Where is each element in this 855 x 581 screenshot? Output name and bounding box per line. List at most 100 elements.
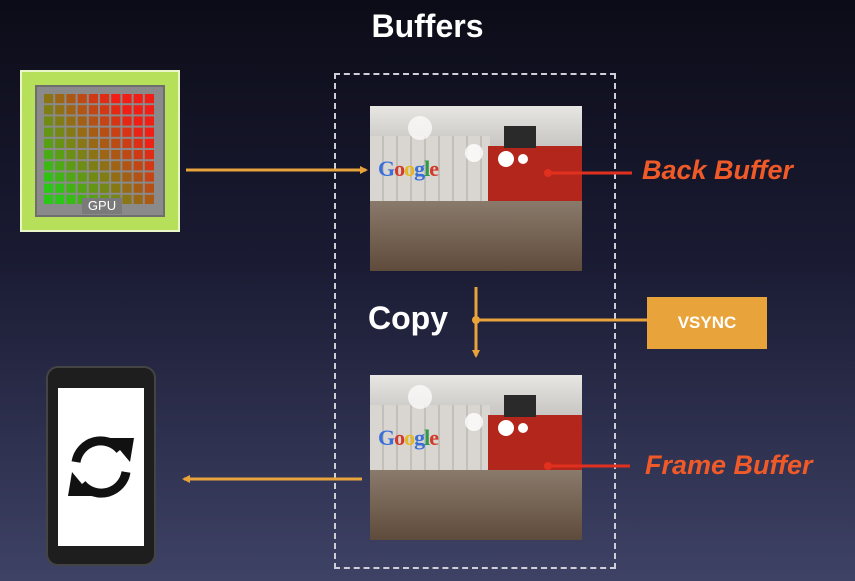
gpu-core-cell	[122, 127, 132, 137]
gpu-core-cell	[44, 183, 54, 193]
gpu-core-cell	[88, 138, 98, 148]
gpu-core-cell	[88, 116, 98, 126]
gpu-label: GPU	[82, 198, 122, 214]
gpu-core-cell	[144, 172, 154, 182]
gpu-core-cell	[66, 127, 76, 137]
gpu-core-cell	[144, 138, 154, 148]
gpu-core-cell	[55, 161, 65, 171]
gpu-core-cell	[111, 94, 121, 104]
back-buffer-pointer-dot	[544, 169, 552, 177]
gpu-core-cell	[133, 161, 143, 171]
gpu-core-cell	[55, 116, 65, 126]
gpu-core-cell	[144, 183, 154, 193]
gpu-core-cell	[111, 161, 121, 171]
copy-label: Copy	[368, 300, 448, 336]
gpu-core-cell	[122, 150, 132, 160]
gpu-core-cell	[122, 194, 132, 204]
gpu-core-cell	[100, 172, 110, 182]
gpu-core-cell	[100, 138, 110, 148]
gpu-core-cell	[133, 172, 143, 182]
gpu-core-cell	[144, 194, 154, 204]
gpu-core-cell	[66, 138, 76, 148]
gpu-core-cell	[77, 172, 87, 182]
gpu-core-cell	[111, 150, 121, 160]
vsync-junction-dot	[472, 316, 480, 324]
gpu-core-cell	[122, 94, 132, 104]
gpu-core-cell	[66, 183, 76, 193]
frame-buffer-pointer-dot	[544, 462, 552, 470]
gpu-core-cell	[66, 194, 76, 204]
gpu-core-cell	[88, 94, 98, 104]
gpu-core-cell	[44, 127, 54, 137]
gpu-core-cell	[122, 138, 132, 148]
gpu-core-cell	[122, 105, 132, 115]
phone-icon	[46, 366, 156, 566]
gpu-core-cell	[111, 183, 121, 193]
gpu-core-cell	[66, 105, 76, 115]
gpu-core-cell	[133, 105, 143, 115]
gpu-core-cell	[55, 138, 65, 148]
gpu-core-cell	[88, 127, 98, 137]
gpu-core-cell	[55, 183, 65, 193]
gpu-core-cell	[100, 183, 110, 193]
back-buffer-label: Back Buffer	[642, 155, 794, 185]
gpu-core-cell	[111, 105, 121, 115]
gpu-core-cell	[55, 127, 65, 137]
gpu-core-cell	[44, 161, 54, 171]
gpu-core-cell	[88, 172, 98, 182]
gpu-core-cell	[77, 161, 87, 171]
gpu-core-cell	[133, 116, 143, 126]
gpu-core-cell	[88, 183, 98, 193]
gpu-core-cell	[77, 127, 87, 137]
gpu-core-cell	[77, 105, 87, 115]
gpu-core-cell	[55, 150, 65, 160]
gpu-core-cell	[66, 172, 76, 182]
gpu-core-cell	[144, 150, 154, 160]
gpu-core-cell	[100, 127, 110, 137]
gpu-core-cell	[100, 150, 110, 160]
frame-buffer-label: Frame Buffer	[645, 450, 813, 480]
gpu-core-cell	[133, 183, 143, 193]
gpu-core-cell	[55, 194, 65, 204]
gpu-core-cell	[100, 116, 110, 126]
back-buffer-image: Google	[370, 106, 582, 271]
gpu-chip-icon: GPU	[20, 70, 180, 232]
gpu-core-cell	[133, 194, 143, 204]
gpu-core-cell	[55, 105, 65, 115]
gpu-core-cell	[144, 105, 154, 115]
gpu-core-cell	[44, 172, 54, 182]
frame-buffer-logo: Google	[378, 425, 439, 450]
gpu-core-cell	[66, 150, 76, 160]
gpu-core-cell	[100, 105, 110, 115]
gpu-core-cell	[88, 105, 98, 115]
gpu-core-cell	[77, 116, 87, 126]
gpu-core-cell	[144, 161, 154, 171]
gpu-core-cell	[77, 150, 87, 160]
gpu-core-cell	[44, 150, 54, 160]
gpu-core-cell	[133, 150, 143, 160]
gpu-core-cell	[77, 138, 87, 148]
frame-buffer-image: Google	[370, 375, 582, 540]
diagram-title: Buffers	[371, 8, 484, 44]
gpu-core-cell	[122, 161, 132, 171]
phone-screen	[58, 388, 144, 546]
vsync-box: VSYNC	[647, 297, 767, 349]
gpu-core-cell	[133, 138, 143, 148]
gpu-core-cell	[44, 116, 54, 126]
refresh-icon	[68, 436, 134, 498]
back-buffer-logo: Google	[378, 156, 439, 181]
gpu-core-cell	[55, 94, 65, 104]
gpu-core-cell	[88, 150, 98, 160]
gpu-core-cell	[66, 161, 76, 171]
gpu-core-cell	[66, 116, 76, 126]
gpu-core-cell	[122, 116, 132, 126]
gpu-core-cell	[133, 94, 143, 104]
gpu-core-cell	[111, 127, 121, 137]
gpu-core-cell	[100, 94, 110, 104]
gpu-core-cell	[66, 94, 76, 104]
gpu-core-cell	[55, 172, 65, 182]
gpu-core-cell	[111, 116, 121, 126]
gpu-core-cell	[44, 138, 54, 148]
gpu-die: GPU	[35, 85, 165, 217]
